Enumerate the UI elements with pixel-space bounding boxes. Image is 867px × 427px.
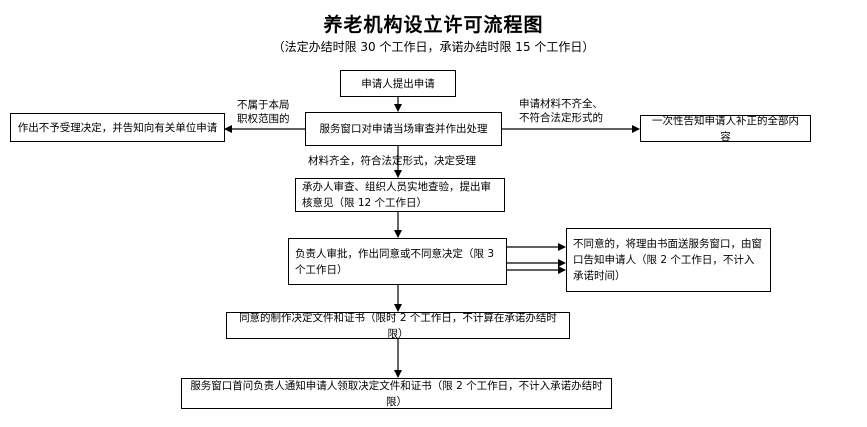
node-decision: 负责人审批，作出同意或不同意决定（限 3 个工作日） — [288, 238, 507, 285]
node-disagree-text: 不同意的，将理由书面送服务窗口，由窗口告知申请人（限 2 个工作日，不计入承诺时… — [573, 238, 762, 282]
node-review: 服务窗口对申请当场审查并作出处理 — [305, 112, 502, 146]
edge-label-incomplete-1: 申请材料不齐全、 — [519, 98, 603, 110]
node-apply-text: 申请人提出申请 — [361, 77, 435, 90]
node-reject-text: 作出不予受理决定，并告知向有关单位申请 — [17, 121, 218, 134]
page-title: 养老机构设立许可流程图 — [323, 14, 544, 36]
node-produce: 同意的制作决定文件和证书（限时 2 个工作日，不计算在承诺办结时限） — [226, 311, 570, 340]
edge-label-accepted: 材料齐全，符合法定形式，决定受理 — [308, 155, 476, 167]
node-disagree: 不同意的，将理由书面送服务窗口，由窗口告知申请人（限 2 个工作日，不计入承诺时… — [566, 228, 771, 292]
node-review-text: 服务窗口对申请当场审查并作出处理 — [319, 123, 488, 135]
node-apply: 申请人提出申请 — [340, 70, 456, 97]
node-onsite: 承办人审查、组织人员实地查验，提出审核意见（限 12 个工作日） — [295, 178, 505, 212]
edge-label-not-in-scope-1: 不属于本局 — [237, 99, 290, 111]
edge-label-incomplete-2: 不符合法定形式的 — [519, 112, 603, 124]
node-notify-missing: 一次性告知申请人补正的全部内容 — [640, 114, 811, 143]
node-notify-missing-text: 一次性告知申请人补正的全部内容 — [652, 114, 799, 143]
node-issue: 服务窗口首问负责人通知申请人领取决定文件和证书（限 2 个工作日，不计入承诺办结… — [181, 378, 612, 409]
node-decision-text: 负责人审批，作出同意或不同意决定（限 3 个工作日） — [295, 247, 495, 276]
node-reject: 作出不予受理决定，并告知向有关单位申请 — [10, 113, 225, 142]
node-produce-text: 同意的制作决定文件和证书（限时 2 个工作日，不计算在承诺办结时限） — [239, 311, 557, 340]
node-issue-text: 服务窗口首问负责人通知申请人领取决定文件和证书（限 2 个工作日，不计入承诺办结… — [190, 379, 603, 408]
edge-label-not-in-scope-2: 职权范围的 — [237, 113, 290, 125]
node-onsite-text: 承办人审查、组织人员实地查验，提出审核意见（限 12 个工作日） — [302, 181, 491, 209]
page-subtitle: （法定办结时限 30 个工作日，承诺办结时限 15 个工作日） — [272, 40, 595, 54]
